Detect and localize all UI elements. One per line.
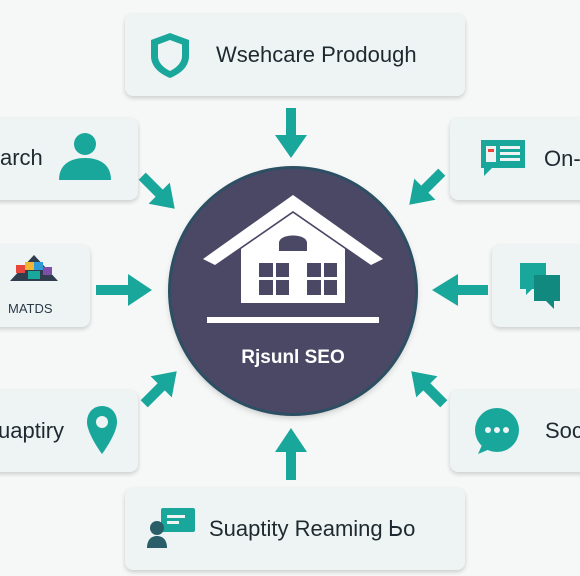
node-card-lower-left: uaptiry [0,390,138,472]
node-label-top: Wsehcare Prodough [216,42,417,67]
hub-title: Rjsunl SEO [241,347,345,368]
arrow-from-upper-right [409,168,446,205]
speech-dots-icon [475,408,519,454]
node-label-upper-right: On- [544,146,580,171]
node-card-middle-right [492,245,580,327]
arrow-from-middle-right [432,274,488,306]
matds-logo-icon [10,255,58,281]
shield-icon [151,33,189,78]
node-card-middle-left: MATDS [0,245,90,327]
node-label-bottom: Suaptity Reaming Ꮟo [209,516,416,541]
arrow-from-bottom [275,428,307,480]
node-card-lower-right: Soc [450,390,580,472]
node-label-lower-left: uaptiry [0,418,65,443]
arrow-from-top [275,108,307,158]
node-label-middle-left: MATDS [8,301,53,316]
arrow-from-lower-left [140,371,177,408]
arrow-from-lower-right [411,371,448,408]
chat-bubbles-icon [520,263,560,309]
arrow-from-middle-left [96,274,152,306]
location-pin-icon [87,406,117,454]
node-card-upper-left: arch [0,118,138,200]
node-card-top: Wsehcare Prodough [125,14,465,96]
node-card-upper-right: On- [450,118,580,200]
node-label-lower-right: Soc [545,418,580,443]
presenter-board-icon [147,508,195,548]
page-message-icon [481,140,525,176]
person-icon [59,133,111,180]
hub-circle: Rjsunl SEO [171,169,415,413]
node-card-bottom: Suaptity Reaming Ꮟo [125,488,465,570]
arrow-from-upper-left [138,172,175,209]
node-label-upper-left: arch [0,145,43,170]
house-icon [203,195,383,323]
